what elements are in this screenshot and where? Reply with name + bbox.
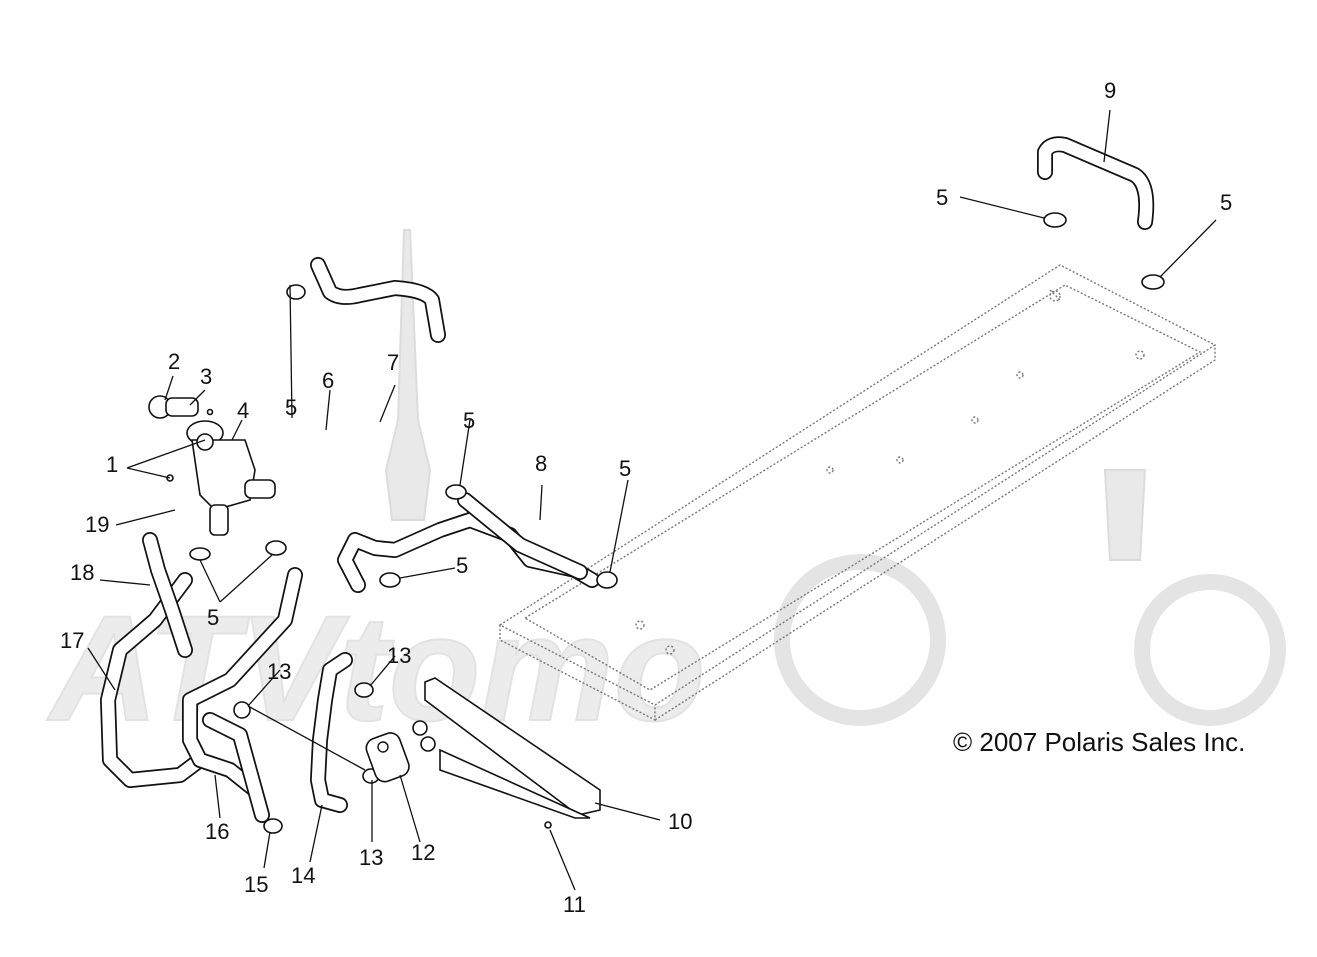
callout-5-d: 5 [456,553,468,578]
callout-9: 9 [1104,78,1116,103]
callout-3: 3 [200,364,212,389]
callout-1: 1 [106,452,118,477]
copyright-notice: © 2007 Polaris Sales Inc. [953,727,1245,757]
callout-5-b: 5 [463,408,475,433]
callout-14: 14 [291,863,315,888]
callout-13-c: 13 [359,845,383,870]
callout-19: 19 [85,512,109,537]
callout-15: 15 [244,872,268,897]
callout-11: 11 [563,892,586,917]
callout-17: 17 [60,628,84,653]
callout-12: 12 [411,840,435,865]
thermostat-housing [148,395,276,536]
callout-16: 16 [205,819,229,844]
callout-7: 7 [387,350,399,375]
callout-5-e: 5 [207,605,219,630]
callout-8: 8 [535,451,547,476]
callout-18: 18 [70,560,94,585]
callout-6: 6 [322,368,334,393]
spacer-12 [365,732,410,783]
callout-5-c: 5 [619,456,631,481]
callout-5-a: 5 [285,395,297,420]
callout-5-f: 5 [936,185,948,210]
hoses [100,136,1155,823]
callout-13-a: 13 [387,643,411,668]
callout-4: 4 [237,398,249,423]
callout-2: 2 [168,349,180,374]
watermark-text: ATVtomo [46,584,705,752]
clamps [189,212,1165,834]
callout-10: 10 [668,809,692,834]
callout-13-b: 13 [267,659,291,684]
leader-lines [87,109,1217,891]
callout-labels: 1 2 3 4 5 5 5 5 5 5 5 6 7 8 9 10 11 12 1… [60,78,1232,917]
radiator-panel [498,264,1217,722]
callout-5-g: 5 [1220,190,1232,215]
bracket-10 [412,677,601,829]
